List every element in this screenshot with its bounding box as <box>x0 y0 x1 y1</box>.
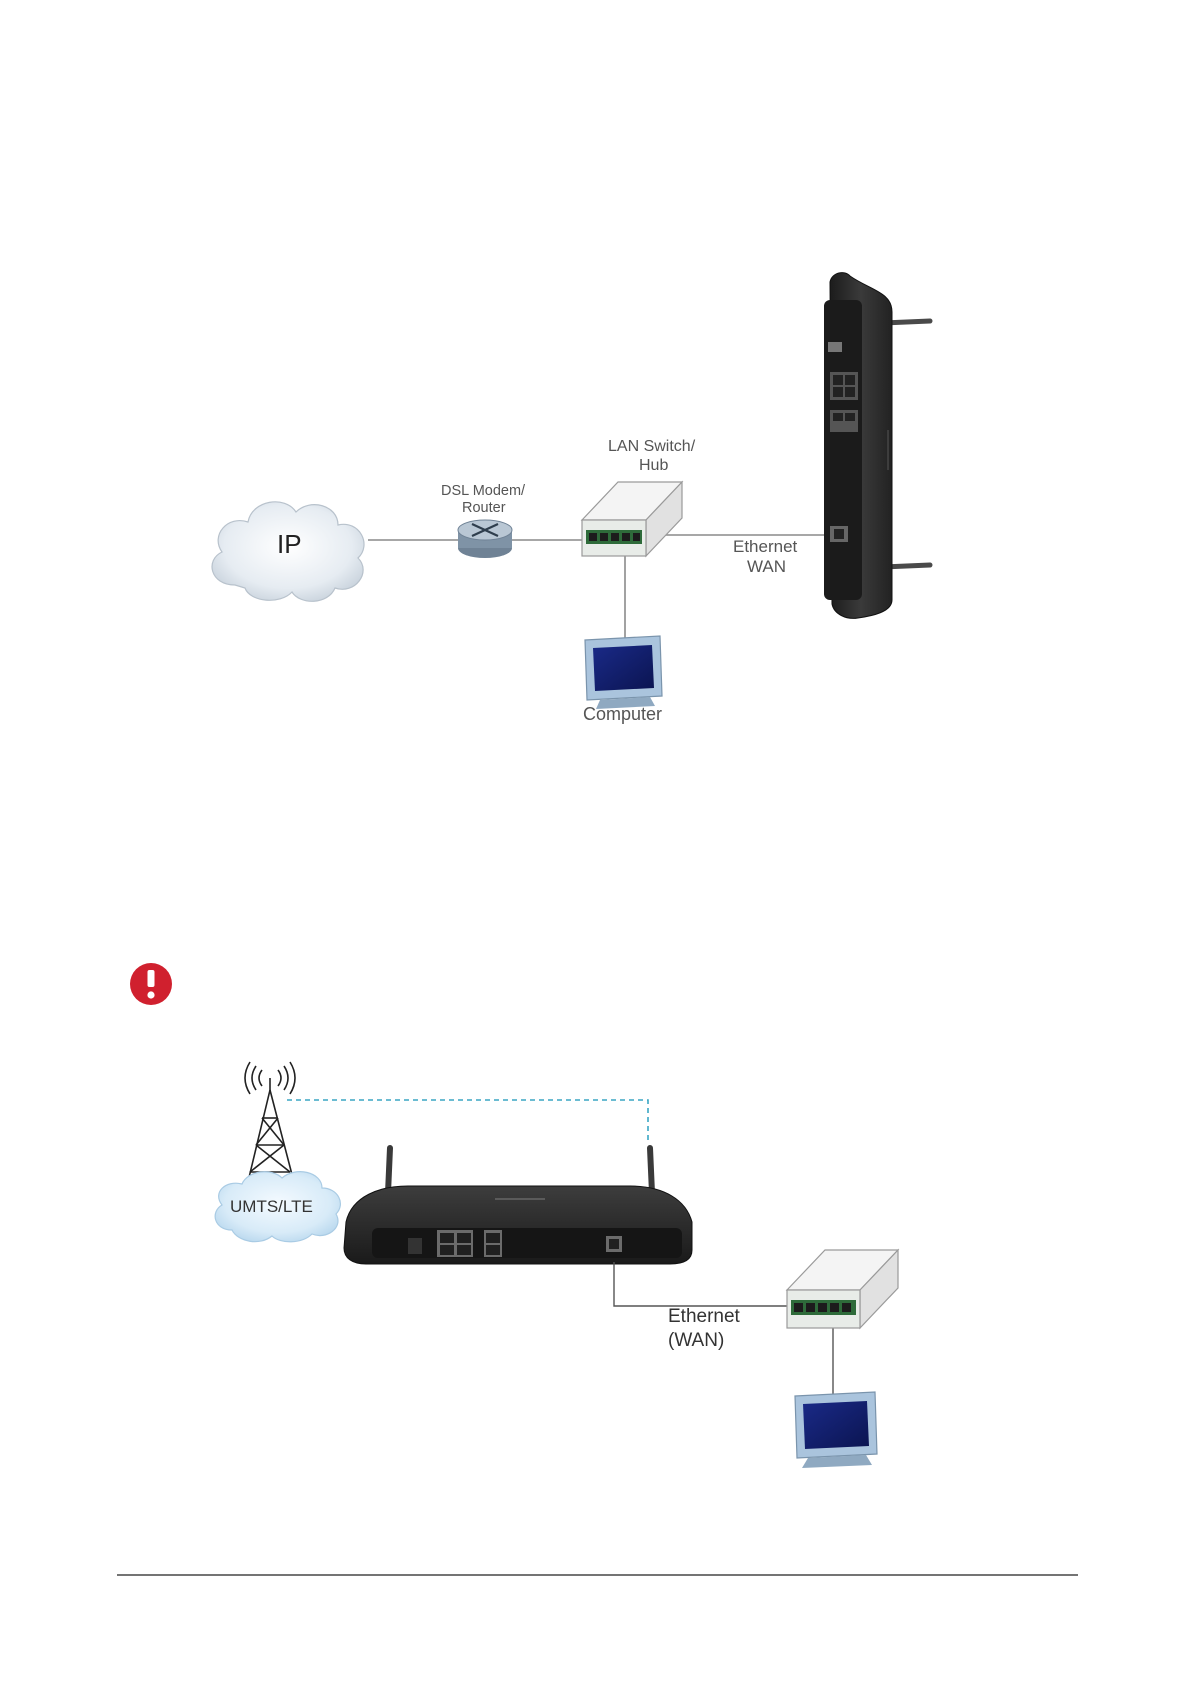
ethernet-wan2-label-line1: Ethernet <box>668 1306 740 1328</box>
computer-monitor-icon <box>585 636 662 709</box>
ip-cloud-label: IP <box>277 529 302 560</box>
ethernet-wan-label-line2: WAN <box>747 557 786 577</box>
ethernet-wan-label-line1: Ethernet <box>733 537 797 557</box>
lan-switch-label-line2: Hub <box>639 457 668 475</box>
lan-switch-icon <box>582 482 682 556</box>
lan-switch-label-line1: LAN Switch/ <box>608 438 695 456</box>
horizontal-router-icon <box>344 1148 692 1264</box>
cell-tower-icon <box>245 1062 296 1190</box>
vertical-router-icon <box>824 273 930 619</box>
computer-monitor-icon-2 <box>795 1392 877 1468</box>
dsl-modem-label-line2: Router <box>462 500 506 516</box>
umts-lte-label: UMTS/LTE <box>230 1197 313 1217</box>
dsl-modem-label-line1: DSL Modem/ <box>441 483 525 499</box>
dsl-modem-router-icon <box>458 520 512 558</box>
computer-label: Computer <box>583 704 662 725</box>
wireless-dashed-link <box>287 1100 648 1142</box>
ethernet-wan2-label-line2: (WAN) <box>668 1330 724 1352</box>
exclamation-icon <box>130 963 172 1005</box>
lan-switch-icon-2 <box>787 1250 898 1328</box>
